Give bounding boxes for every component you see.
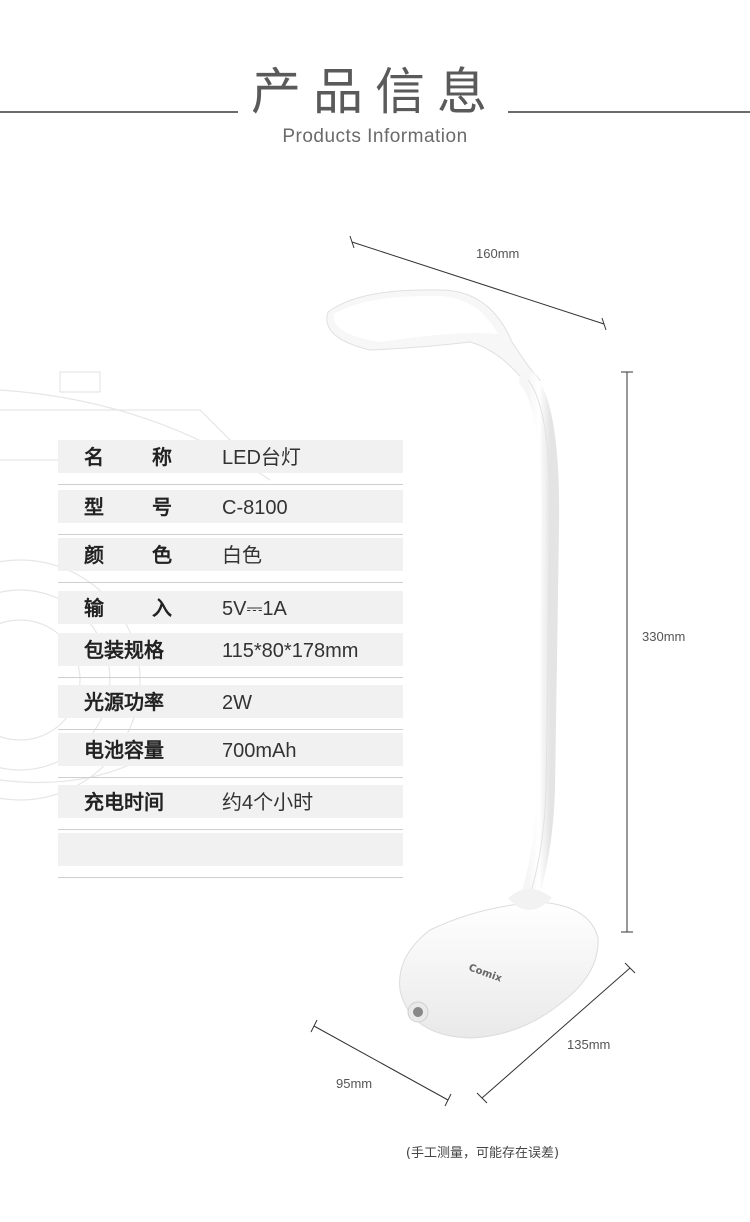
spec-row: 型号 C-8100 bbox=[58, 487, 403, 535]
spec-row: 充电时间 约4个小时 bbox=[58, 782, 403, 830]
dimension-line-width bbox=[349, 235, 607, 331]
dimension-depth-label: 135mm bbox=[567, 1037, 611, 1052]
spec-label: 名称 bbox=[84, 445, 172, 469]
desk-lamp-illustration: Comix bbox=[310, 235, 636, 1107]
lamp-base: Comix bbox=[399, 889, 599, 1039]
spec-value: 5V⎓1A bbox=[222, 598, 287, 620]
spec-label: 颜色 bbox=[84, 543, 172, 567]
spec-label: 包装规格 bbox=[84, 638, 164, 662]
title-line-right bbox=[508, 111, 750, 113]
spec-label: 电池容量 bbox=[84, 738, 164, 762]
spec-row: 包装规格 115*80*178mm bbox=[58, 630, 403, 678]
spec-label: 光源功率 bbox=[84, 690, 164, 714]
dimension-line-base-width bbox=[310, 1019, 452, 1107]
spec-row: 名称 LED台灯 bbox=[58, 437, 403, 485]
spec-row-empty bbox=[58, 830, 403, 878]
dimension-line-depth bbox=[476, 962, 636, 1104]
power-button-icon bbox=[407, 1001, 429, 1023]
spec-value: 白色 bbox=[222, 545, 262, 567]
page-title: 产品信息 bbox=[251, 63, 499, 121]
spec-value: 约4个小时 bbox=[222, 792, 314, 814]
spec-label: 型号 bbox=[84, 495, 172, 519]
spec-row: 光源功率 2W bbox=[58, 682, 403, 730]
page-subtitle: Products Information bbox=[282, 126, 468, 147]
measurement-note: (手工测量，可能存在误差) bbox=[405, 1146, 560, 1161]
spec-row: 电池容量 700mAh bbox=[58, 730, 403, 778]
dimension-height-label: 330mm bbox=[642, 629, 686, 644]
gooseneck bbox=[519, 371, 560, 904]
spec-label: 输入 bbox=[84, 596, 172, 620]
spec-value: 2W bbox=[222, 692, 252, 714]
lamp-head bbox=[326, 289, 541, 387]
spec-value: 115*80*178mm bbox=[222, 640, 359, 662]
spec-value: C-8100 bbox=[222, 497, 288, 519]
dimension-base-width-label: 95mm bbox=[336, 1076, 373, 1091]
dimension-line-height bbox=[621, 371, 633, 933]
title-line-left bbox=[0, 111, 238, 113]
spec-value: LED台灯 bbox=[222, 447, 301, 469]
spec-row: 颜色 白色 bbox=[58, 535, 403, 583]
dimension-width-label: 160mm bbox=[476, 246, 520, 261]
spec-label: 充电时间 bbox=[84, 790, 164, 814]
spec-value: 700mAh bbox=[222, 740, 297, 762]
